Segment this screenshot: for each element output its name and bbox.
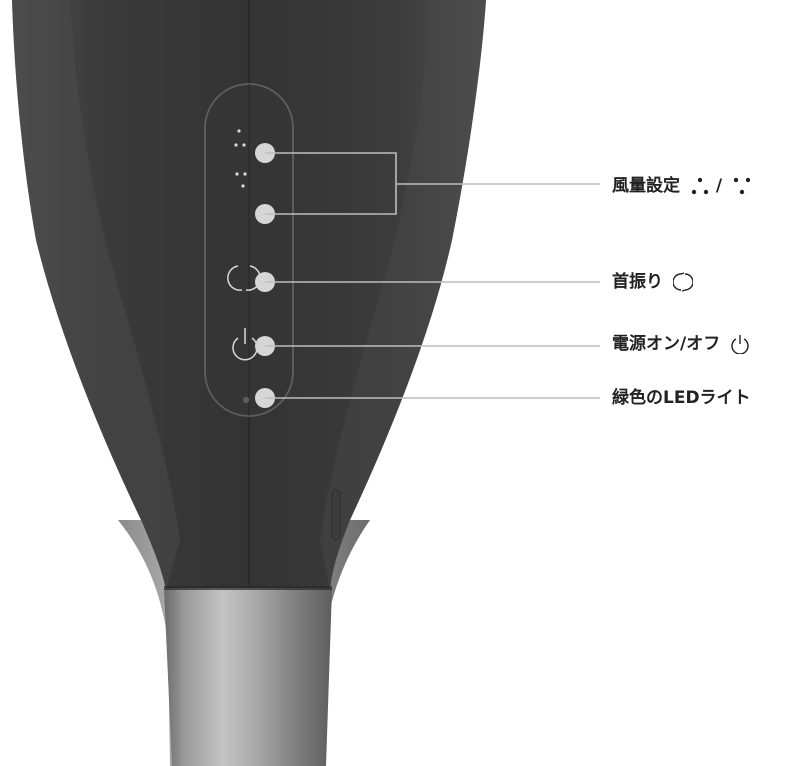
power-inline-icon — [731, 335, 749, 355]
fan-speed-low-inline-icon — [733, 177, 751, 195]
fan-speed-high-icon — [234, 129, 246, 147]
leader-lines — [265, 152, 600, 399]
metal-collar — [164, 588, 332, 766]
oscillation-text: 首振り — [612, 272, 663, 292]
led-indicator-icon — [242, 396, 250, 404]
fan-speed-text: 風量設定 — [612, 176, 680, 196]
side-bump — [331, 489, 341, 541]
led-text: 緑色のLEDライト — [612, 388, 751, 408]
power-text: 電源オン/オフ — [612, 334, 721, 354]
label-led: 緑色のLEDライト — [612, 388, 751, 408]
label-oscillation: 首振り — [612, 272, 694, 292]
fan-speed-separator: / — [715, 176, 723, 196]
metal-collar-edge — [164, 586, 332, 590]
device-facet-left — [12, 0, 180, 590]
device-facet-right — [320, 0, 486, 590]
label-power: 電源オン/オフ — [612, 334, 750, 355]
label-fan-speed: 風量設定 / — [612, 176, 752, 196]
fan-speed-low-icon — [235, 172, 247, 188]
oscillation-inline-icon — [672, 272, 694, 292]
fan-speed-high-inline-icon — [691, 177, 709, 195]
